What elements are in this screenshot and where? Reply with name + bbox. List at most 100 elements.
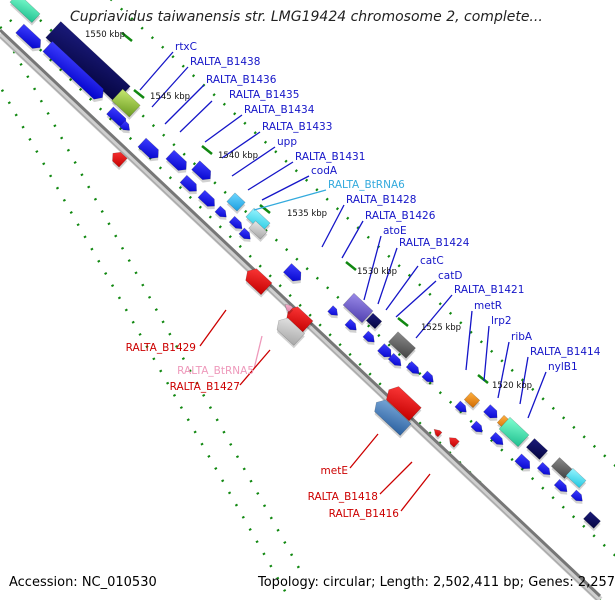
tick-ray	[109, 0, 615, 468]
gene-feature[interactable]	[14, 23, 45, 55]
gene-feature[interactable]	[190, 160, 216, 186]
gene-feature-cyan-2[interactable]	[565, 467, 588, 491]
gene-feature-darkgray[interactable]	[387, 331, 417, 362]
feature-label[interactable]: RALTA_B1438	[190, 56, 260, 68]
gene-feature-lightgray[interactable]	[272, 315, 306, 349]
gene-feature[interactable]	[228, 215, 247, 234]
feature-label[interactable]: nylB1	[548, 361, 578, 373]
gene-feature-steel[interactable]	[370, 397, 413, 439]
gene-feature[interactable]	[482, 404, 502, 425]
feature-label[interactable]: RALTA_B1434	[244, 104, 315, 116]
gene-feature-navy-small[interactable]	[365, 312, 383, 332]
gene-feature-orange[interactable]	[463, 391, 481, 411]
gene-feature-teal[interactable]	[498, 416, 531, 450]
label-leader-line	[199, 309, 227, 347]
gene-feature[interactable]	[197, 189, 220, 212]
label-leader-line	[415, 294, 453, 339]
gene-feature[interactable]	[179, 174, 202, 197]
label-leader-line	[164, 84, 205, 125]
gene-feature[interactable]	[570, 489, 587, 507]
label-leader-line	[239, 349, 271, 386]
feature-label[interactable]: RALTA_B1426	[365, 210, 436, 222]
feature-label[interactable]: RALTA_BtRNA6	[328, 179, 405, 191]
label-leader-line	[231, 146, 276, 177]
feature-label[interactable]: metE	[321, 465, 348, 477]
label-leader-line	[519, 356, 529, 405]
gene-feature[interactable]	[470, 420, 487, 438]
gene-feature-red-mete[interactable]	[381, 383, 422, 424]
gene-feature[interactable]	[164, 149, 191, 177]
gene-feature[interactable]	[421, 370, 438, 388]
gene-feature-purple[interactable]	[342, 292, 375, 326]
feature-label[interactable]: ribA	[511, 331, 533, 343]
label-leader-line	[483, 325, 490, 382]
label-leader-line	[179, 100, 213, 133]
gene-feature-gray[interactable]	[247, 220, 268, 242]
gene-feature[interactable]	[376, 343, 396, 364]
feature-label[interactable]: RALTA_B1421	[454, 284, 524, 296]
kbp-tick-mark	[477, 374, 489, 384]
label-leader-line	[527, 371, 547, 419]
gene-feature[interactable]	[326, 305, 342, 321]
gene-feature-red-b1429[interactable]	[241, 265, 274, 298]
feature-label[interactable]: RALTA_B1428	[346, 194, 416, 206]
gene-feature[interactable]	[553, 478, 572, 497]
gene-feature[interactable]	[489, 431, 508, 450]
gene-feature[interactable]	[41, 40, 108, 105]
feature-label[interactable]: RALTA_B1433	[262, 121, 332, 133]
feature-label[interactable]: lrp2	[491, 315, 512, 327]
kbp-tick-label: 1540 kbp	[218, 151, 258, 161]
label-leader-line	[400, 473, 431, 512]
feature-label[interactable]: RALTA_B1414	[530, 346, 601, 358]
gene-feature[interactable]	[344, 318, 361, 336]
gene-feature[interactable]	[536, 461, 555, 480]
kbp-tick-label: 1550 kbp	[85, 30, 125, 40]
feature-label[interactable]: codA	[311, 165, 338, 177]
gene-feature[interactable]	[513, 453, 534, 475]
kbp-tick-mark	[201, 145, 213, 155]
gene-feature-red-small[interactable]	[431, 427, 444, 440]
genome-summary-text: Topology: circular; Length: 2,502,411 bp…	[258, 575, 615, 590]
gene-feature-navy-2[interactable]	[525, 438, 549, 463]
feature-label[interactable]: RALTA_BtRNA5	[177, 365, 254, 377]
gene-feature[interactable]	[214, 205, 231, 223]
feature-label[interactable]: RALTA_B1418	[308, 491, 378, 503]
gene-feature-red-b1416[interactable]	[445, 435, 461, 451]
gene-feature[interactable]	[387, 352, 406, 371]
gene-feature[interactable]	[454, 400, 471, 418]
kbp-tick-mark	[121, 32, 133, 42]
label-leader-line	[385, 265, 419, 311]
rna-feature-btrna5[interactable]	[282, 302, 295, 315]
gene-feature-navy-3[interactable]	[582, 511, 602, 532]
feature-label[interactable]: RALTA_B1424	[399, 237, 470, 249]
feature-label[interactable]: catD	[438, 270, 462, 282]
feature-label[interactable]: RALTA_B1436	[206, 74, 277, 86]
gene-feature[interactable]	[238, 227, 255, 245]
gene-feature[interactable]	[362, 330, 379, 348]
gene-feature-teal-top[interactable]	[9, 0, 42, 26]
feature-label[interactable]: RALTA_B1416	[329, 508, 400, 520]
feature-label[interactable]: atoE	[383, 225, 407, 237]
feature-label[interactable]: upp	[277, 136, 297, 148]
feature-label[interactable]: catC	[420, 255, 444, 267]
feature-label[interactable]: RALTA_B1435	[229, 89, 299, 101]
gene-feature[interactable]	[282, 263, 306, 287]
feature-label[interactable]: RALTA_B1429	[126, 342, 196, 354]
gene-feature[interactable]	[405, 360, 424, 379]
label-leader-line	[253, 335, 263, 370]
label-leader-line	[204, 114, 243, 143]
feature-label[interactable]: metR	[474, 300, 502, 312]
label-leader-line	[395, 280, 437, 318]
gene-feature-olive[interactable]	[110, 88, 141, 120]
kbp-tick-mark	[397, 317, 409, 327]
gene-feature-red[interactable]	[107, 149, 128, 170]
gene-feature[interactable]	[136, 137, 163, 165]
gene-feature-red-b1427[interactable]	[282, 303, 315, 336]
rna-feature-btrna6[interactable]	[225, 192, 246, 214]
label-leader-line	[253, 189, 327, 211]
feature-label[interactable]: rtxC	[175, 41, 197, 53]
gene-feature[interactable]	[118, 120, 134, 136]
feature-label[interactable]: RALTA_B1427	[170, 381, 240, 393]
feature-label[interactable]: RALTA_B1431	[295, 151, 365, 163]
